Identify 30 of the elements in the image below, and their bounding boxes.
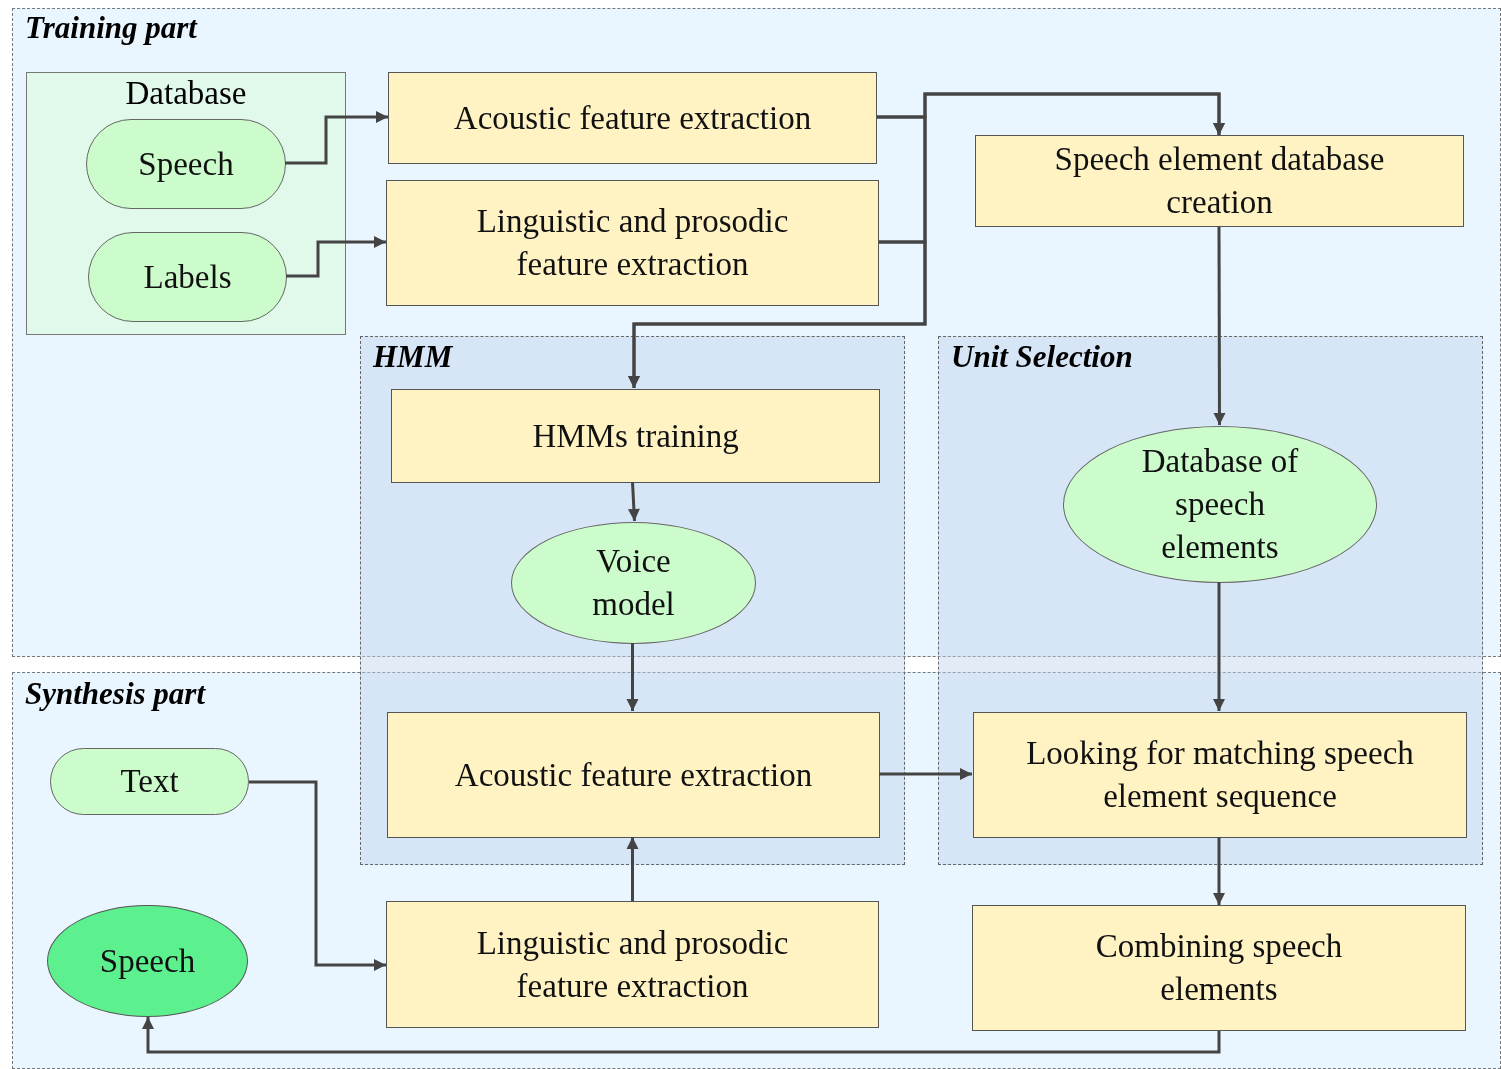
group-heading: Unit Selection [951, 339, 1133, 375]
process-box [386, 180, 879, 306]
box-label: Speech element database creation [1053, 140, 1386, 222]
process-box [975, 135, 1464, 227]
terminal-label: Labels [143, 257, 232, 297]
process-box [391, 389, 880, 483]
box-label: Looking for matching speech element sequence [1025, 734, 1415, 816]
process-box [387, 712, 880, 838]
terminal-label: Speech [138, 144, 234, 184]
group-panel [938, 336, 1483, 865]
ellipse-label: Voice model [591, 542, 676, 624]
terminal-label: Text [120, 762, 179, 802]
process-box [973, 712, 1467, 838]
process-box [972, 905, 1466, 1031]
region-heading: Synthesis part [25, 676, 206, 712]
process-box [388, 72, 877, 164]
box-label: Acoustic feature extraction [453, 98, 812, 138]
database-panel [26, 72, 346, 335]
group-heading: HMM [373, 339, 453, 375]
box-label: Acoustic feature extraction [454, 755, 813, 795]
box-label: Combining speech elements [1094, 927, 1344, 1009]
box-label: Linguistic and prosodic feature extraction [475, 923, 790, 1006]
ellipse-label: Database of speech elements [1140, 442, 1300, 567]
box-label: HMMs training [532, 416, 739, 456]
region-heading: Training part [25, 10, 197, 46]
ellipse-label: Speech [99, 941, 196, 981]
panel-heading: Database [124, 75, 248, 112]
box-label: Linguistic and prosodic feature extraction [475, 202, 790, 284]
process-box [386, 901, 879, 1028]
group-panel [360, 336, 905, 865]
